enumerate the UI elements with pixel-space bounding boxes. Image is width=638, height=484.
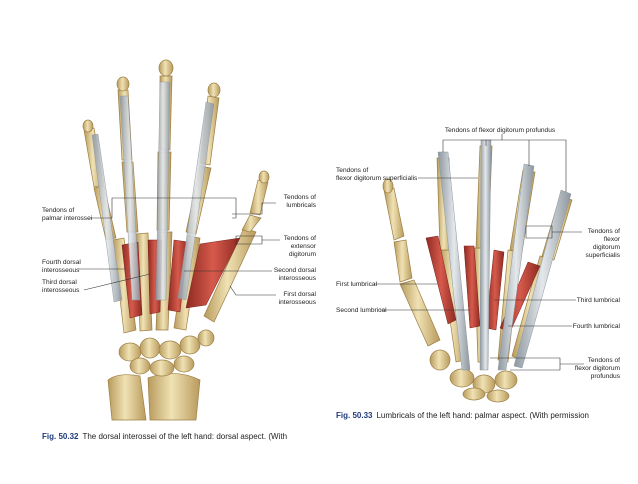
dorsal-hand-illustration bbox=[82, 59, 270, 421]
right-figure-labels: Tendons of flexor digitorum profundus Te… bbox=[336, 127, 621, 380]
label-fourth-lumbrical: Fourth lumbrical bbox=[508, 323, 621, 330]
svg-text:extensor: extensor bbox=[291, 243, 317, 250]
label-fourth-dorsal-interosseous: Fourth dorsal interosseous bbox=[42, 259, 126, 274]
caption-text: The dorsal interossei of the left hand: … bbox=[82, 432, 288, 441]
label-tendons-fdp-bottom: Tendons of flexor digitorum profundus bbox=[490, 357, 621, 380]
label-first-lumbrical: First lumbrical bbox=[336, 281, 438, 288]
caption-text: Lumbricals of the left hand: palmar aspe… bbox=[376, 411, 590, 420]
svg-text:Tendons of: Tendons of bbox=[42, 207, 74, 214]
svg-text:lumbricals: lumbricals bbox=[286, 202, 316, 209]
svg-text:Tendons of: Tendons of bbox=[284, 235, 316, 242]
svg-text:flexor: flexor bbox=[604, 236, 621, 243]
label-third-lumbrical: Third lumbrical bbox=[494, 297, 621, 304]
caption-number: Fig. 50.32 bbox=[42, 432, 79, 441]
svg-text:flexor digitorum: flexor digitorum bbox=[575, 365, 621, 372]
svg-text:digitorum: digitorum bbox=[289, 251, 317, 258]
svg-text:interosseous: interosseous bbox=[42, 287, 80, 294]
label-tendons-fdp-top: Tendons of flexor digitorum profundus bbox=[442, 127, 567, 192]
svg-text:Tendons of: Tendons of bbox=[336, 167, 368, 174]
svg-text:Third lumbrical: Third lumbrical bbox=[577, 297, 621, 304]
svg-text:profundus: profundus bbox=[591, 373, 621, 380]
svg-text:First dorsal: First dorsal bbox=[283, 291, 316, 298]
caption-number: Fig. 50.33 bbox=[336, 411, 373, 420]
svg-text:Tendons of: Tendons of bbox=[284, 194, 316, 201]
svg-text:First lumbrical: First lumbrical bbox=[336, 281, 378, 288]
label-first-dorsal-interosseous: First dorsal interosseous bbox=[229, 285, 317, 306]
svg-text:Fourth lumbrical: Fourth lumbrical bbox=[573, 323, 621, 330]
label-tendons-palmar-interossei: Tendons of palmar interossei bbox=[42, 197, 237, 222]
svg-text:Tendons of: Tendons of bbox=[588, 228, 620, 235]
label-tendons-fds-right: Tendons of flexor digitorum superficiali… bbox=[525, 225, 621, 259]
label-tendons-fds-left: Tendons of flexor digitorum superficiali… bbox=[336, 167, 478, 182]
left-figure-labels: Tendons of palmar interossei Fourth dors… bbox=[42, 194, 317, 306]
svg-text:palmar interossei: palmar interossei bbox=[42, 215, 93, 222]
svg-text:interosseous: interosseous bbox=[42, 267, 80, 274]
svg-text:Fourth dorsal: Fourth dorsal bbox=[42, 259, 81, 266]
label-tendons-extensor-digitorum: Tendons of extensor digitorum bbox=[235, 235, 317, 258]
svg-text:Second dorsal: Second dorsal bbox=[274, 267, 317, 274]
label-second-lumbrical: Second lumbrical bbox=[336, 307, 470, 314]
label-tendons-lumbricals: Tendons of lumbricals bbox=[232, 194, 317, 215]
svg-text:Tendons of: Tendons of bbox=[588, 357, 620, 364]
svg-text:digitorum: digitorum bbox=[593, 244, 621, 251]
svg-text:interosseous: interosseous bbox=[279, 275, 317, 282]
svg-text:Second lumbrical: Second lumbrical bbox=[336, 307, 387, 314]
label-third-dorsal-interosseous: Third dorsal interosseous bbox=[42, 273, 151, 294]
label-second-dorsal-interosseous: Second dorsal interosseous bbox=[184, 267, 317, 282]
svg-text:superficialis: superficialis bbox=[586, 252, 621, 259]
svg-text:Third dorsal: Third dorsal bbox=[42, 279, 77, 286]
svg-text:Tendons of flexor digitorum pr: Tendons of flexor digitorum profundus bbox=[445, 127, 556, 134]
svg-text:flexor digitorum superficialis: flexor digitorum superficialis bbox=[336, 175, 418, 182]
palmar-hand-illustration bbox=[382, 139, 573, 403]
svg-text:interosseous: interosseous bbox=[279, 299, 317, 306]
